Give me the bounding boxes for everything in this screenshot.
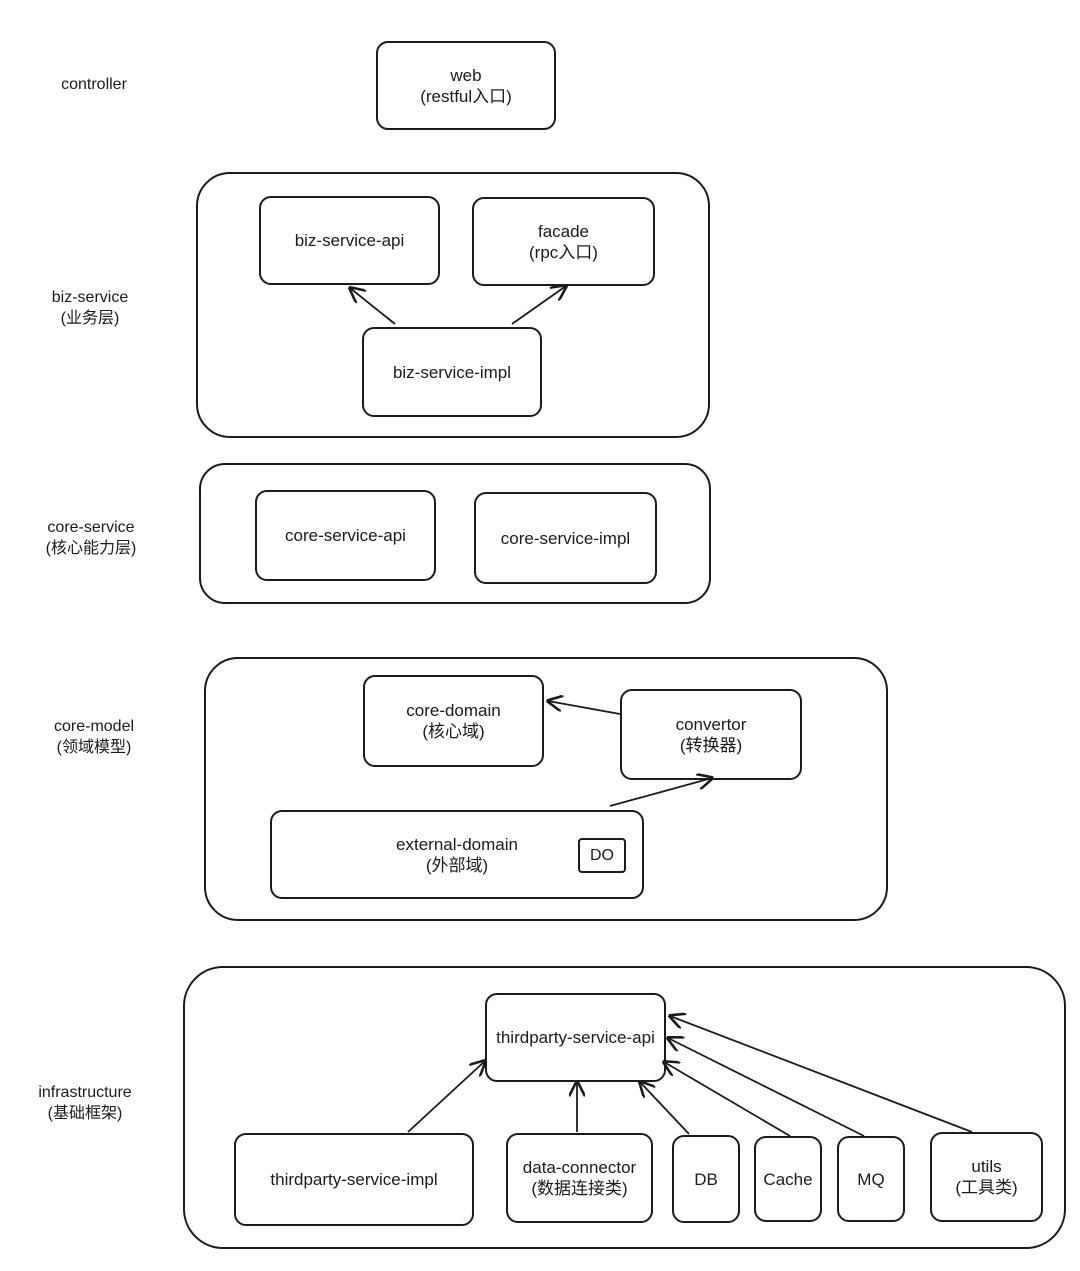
layer-subtitle: (核心能力层) bbox=[45, 540, 137, 557]
infrastructure-layer-container bbox=[183, 966, 1066, 1249]
box-title: convertor bbox=[675, 714, 747, 734]
box-subtitle: (rpc入口) bbox=[529, 242, 598, 262]
db-box[interactable]: DB bbox=[672, 1135, 740, 1223]
mq-box[interactable]: MQ bbox=[837, 1136, 905, 1222]
utils-box[interactable]: utils (工具类) bbox=[930, 1132, 1043, 1222]
box-title: biz-service-api bbox=[294, 231, 405, 250]
web-box[interactable]: web (restful入口) bbox=[376, 41, 556, 130]
cache-box[interactable]: Cache bbox=[754, 1136, 822, 1222]
biz-service-api-box[interactable]: biz-service-api bbox=[259, 196, 440, 285]
box-title: core-domain bbox=[406, 701, 501, 720]
facade-box[interactable]: facade (rpc入口) bbox=[472, 197, 655, 286]
box-subtitle: (工具类) bbox=[955, 1178, 1018, 1197]
box-subtitle: (核心域) bbox=[422, 722, 485, 741]
layer-label-core-model: core-model (领域模型) bbox=[38, 716, 150, 758]
box-title: MQ bbox=[857, 1169, 885, 1189]
box-title: web bbox=[450, 65, 482, 85]
box-title: core-service-api bbox=[285, 526, 406, 545]
convertor-box[interactable]: convertor (转换器) bbox=[620, 689, 802, 780]
box-title: external-domain bbox=[396, 834, 518, 854]
box-title: thirdparty-service-api bbox=[496, 1028, 655, 1047]
box-subtitle: (数据连接类) bbox=[531, 1179, 628, 1198]
box-title: biz-service-impl bbox=[392, 362, 512, 382]
box-title: core-service-impl bbox=[500, 528, 631, 548]
box-title: utils bbox=[971, 1157, 1002, 1176]
data-connector-box[interactable]: data-connector (数据连接类) bbox=[506, 1133, 653, 1223]
biz-service-impl-box[interactable]: biz-service-impl bbox=[362, 327, 542, 417]
box-title: thirdparty-service-impl bbox=[270, 1170, 438, 1189]
layer-name: infrastructure bbox=[38, 1084, 132, 1101]
layer-label-core-service: core-service (核心能力层) bbox=[28, 517, 154, 559]
layer-subtitle: (业务层) bbox=[60, 310, 120, 327]
do-badge-label: DO bbox=[590, 846, 614, 864]
box-title: data-connector bbox=[522, 1158, 637, 1177]
box-subtitle: (转换器) bbox=[679, 735, 743, 755]
layer-label-controller: controller bbox=[44, 74, 144, 95]
core-domain-box[interactable]: core-domain (核心域) bbox=[363, 675, 544, 767]
box-subtitle: (restful入口) bbox=[420, 86, 512, 106]
box-title: facade bbox=[537, 221, 590, 241]
external-domain-box[interactable]: external-domain (外部域) bbox=[270, 810, 644, 899]
layer-label-biz-service: biz-service (业务层) bbox=[34, 287, 146, 329]
box-subtitle: (外部域) bbox=[425, 855, 489, 875]
thirdparty-service-api-box[interactable]: thirdparty-service-api bbox=[485, 993, 666, 1082]
box-title: DB bbox=[694, 1169, 718, 1189]
layer-name: core-model bbox=[53, 718, 135, 735]
biz-service-layer-container bbox=[196, 172, 710, 438]
do-badge: DO bbox=[578, 838, 626, 873]
layer-subtitle: (领域模型) bbox=[56, 739, 132, 756]
layer-name: biz-service bbox=[51, 289, 129, 306]
layer-name: controller bbox=[61, 76, 127, 93]
layer-name: core-service bbox=[47, 519, 135, 536]
box-title: Cache bbox=[763, 1169, 813, 1189]
core-model-layer-container bbox=[204, 657, 888, 921]
thirdparty-service-impl-box[interactable]: thirdparty-service-impl bbox=[234, 1133, 474, 1226]
core-service-layer-container bbox=[199, 463, 711, 604]
layer-subtitle: (基础框架) bbox=[47, 1105, 123, 1122]
layer-label-infrastructure: infrastructure (基础框架) bbox=[24, 1082, 146, 1124]
core-service-impl-box[interactable]: core-service-impl bbox=[474, 492, 657, 584]
core-service-api-box[interactable]: core-service-api bbox=[255, 490, 436, 581]
